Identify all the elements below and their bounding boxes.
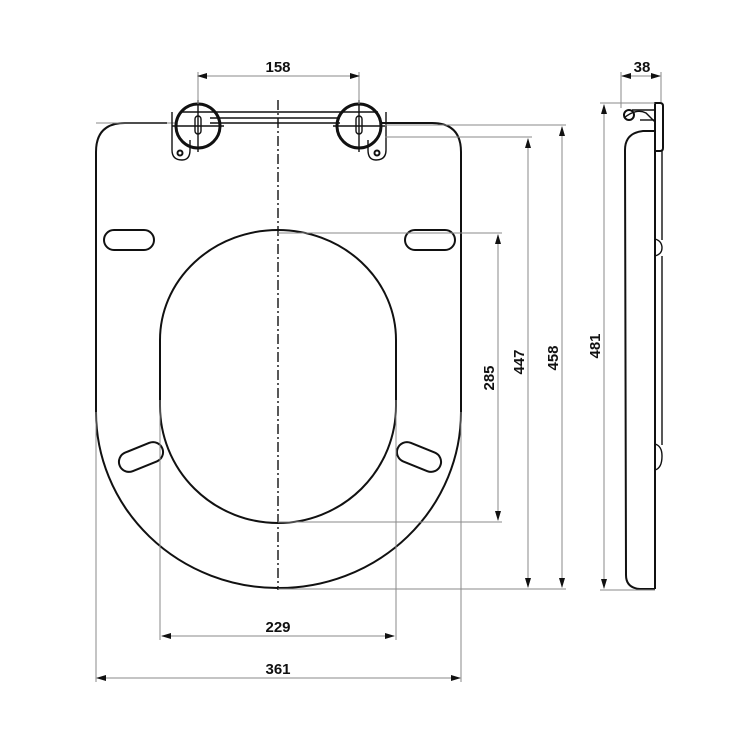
hinge-assembly [96,100,387,161]
dimensions-side: 38 481 [587,59,662,591]
side-view [623,102,664,590]
dim-overall-length: 481 [587,333,604,358]
dim-lid-length: 458 [545,345,562,370]
slot-bottom-right [395,441,443,473]
dim-overall-width: 361 [265,661,290,678]
slot-top-right [404,229,456,251]
dimensions-front: 158 229 361 285 447 458 [95,59,566,682]
slot-bottom-left [117,441,165,473]
side-hinge-icon [623,109,635,121]
dim-side-thickness: 38 [634,59,651,76]
slot-top-left [103,229,155,251]
dim-inner-width: 229 [265,619,290,636]
dim-inner-length: 285 [481,365,498,390]
dim-seat-length: 447 [511,349,528,374]
side-profile [655,102,664,152]
dim-hinge-spacing: 158 [265,59,290,76]
front-view [95,100,462,590]
